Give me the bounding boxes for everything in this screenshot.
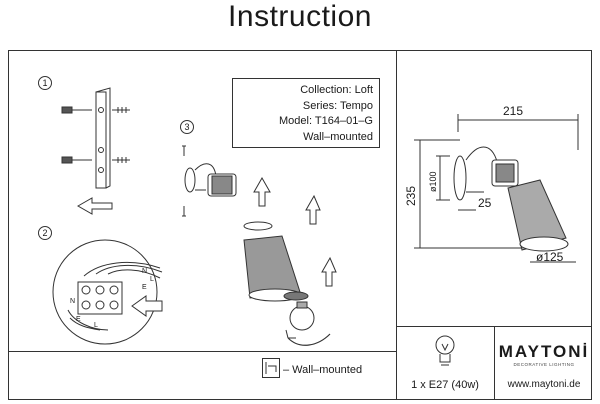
product-info-box: Collection: Loft Series: Tempo Model: T1… <box>232 78 380 148</box>
legend-label: – Wall–mounted <box>283 364 363 376</box>
brand-logo: MAYTONİ <box>498 342 590 361</box>
wire-label-l-bottom: L <box>94 322 98 329</box>
step-3-number: 3 <box>180 120 194 134</box>
wire-label-l-top: L <box>150 276 154 283</box>
wire-label-e-top: E <box>142 284 147 291</box>
mounting-label: Wall–mounted <box>303 130 373 143</box>
series-label: Series: Tempo <box>302 99 373 112</box>
mounting-bracket-drawing <box>61 87 130 215</box>
footer-divider <box>494 326 495 400</box>
dimension-shade-diameter: ø125 <box>536 250 564 264</box>
bulb-spec: 1 x E27 (40w) <box>411 379 479 391</box>
model-label: Model: T164–01–G <box>279 115 373 127</box>
wire-label-n-top: N <box>142 268 148 275</box>
wire-label-n-bottom: N <box>70 298 76 305</box>
vertical-divider <box>396 50 397 400</box>
fixture-exploded-drawing <box>182 145 337 346</box>
dimension-width: 215 <box>503 104 524 118</box>
legend-divider <box>8 351 396 352</box>
step-2-number: 2 <box>38 226 52 240</box>
dimension-height: 235 <box>404 185 418 206</box>
wall-mounted-icon-frame <box>262 358 280 378</box>
dimension-depth: 25 <box>478 196 492 210</box>
wall-mounted-icon <box>265 362 277 374</box>
page-title: Instruction <box>228 0 372 33</box>
wiring-detail-drawing <box>52 239 163 345</box>
bulb-icon <box>435 335 455 366</box>
step-1-number: 1 <box>38 76 52 90</box>
instruction-frame <box>8 50 592 400</box>
brand-tagline: DECORATIVE LIGHTING <box>513 362 575 367</box>
brand-website: www.maytoni.de <box>507 379 581 390</box>
wire-label-e-bottom: E <box>76 316 81 323</box>
dimensioned-fixture-drawing <box>414 114 579 263</box>
dimension-base-diameter: ø100 <box>428 171 438 192</box>
collection-label: Collection: Loft <box>300 84 373 96</box>
